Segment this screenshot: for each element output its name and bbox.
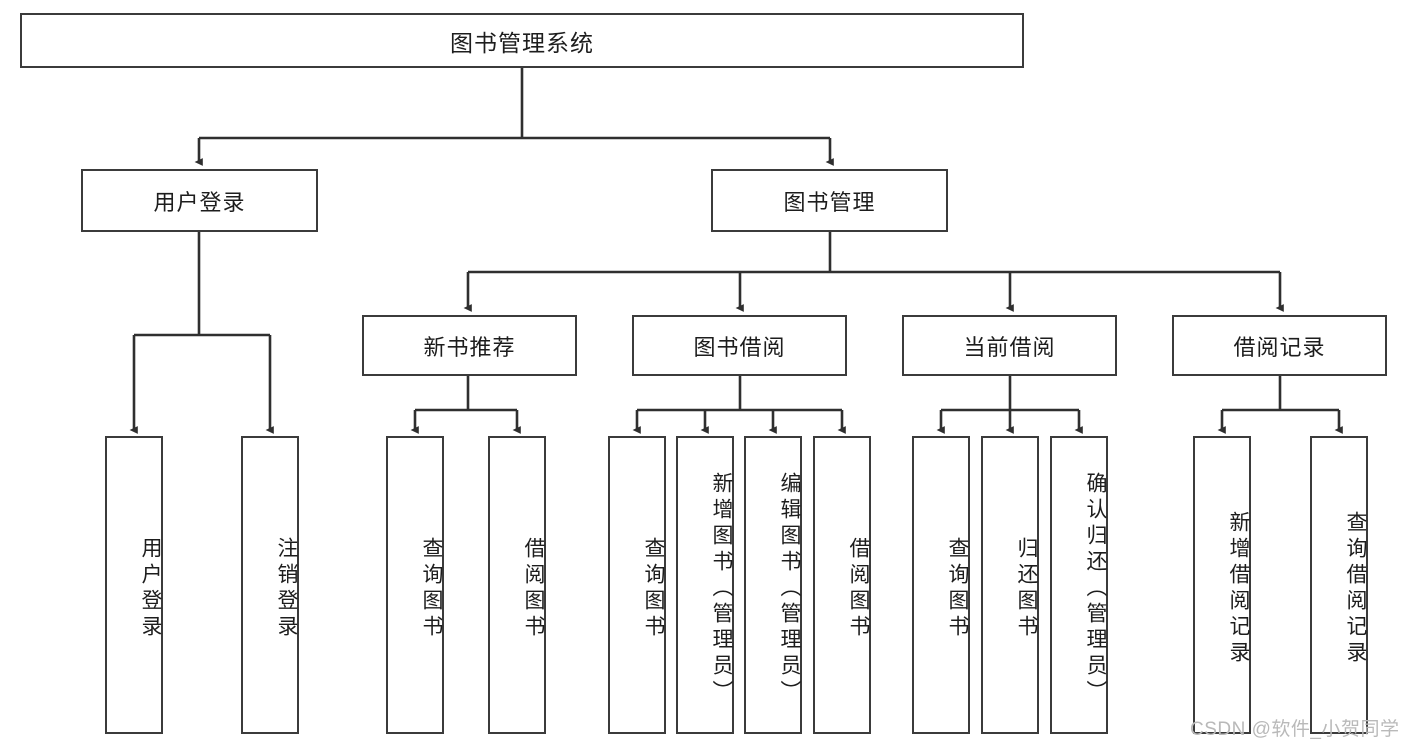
node-label: 当前借阅 [963,334,1056,360]
node-label: 借阅记录 [1233,334,1326,360]
node-label: 图书借阅 [693,334,786,360]
watermark-csdn: CSDN @软件_小贺同学 [1190,714,1399,741]
node-book-management[interactable]: 图书管理 [711,169,948,232]
node-label: 新增借阅记录 [1227,511,1250,667]
node-label: 查询图书 [946,537,969,641]
node-label: 查询图书 [642,537,665,641]
leaf-user-login-login[interactable]: 用户登录 [105,436,163,734]
node-book-borrow[interactable]: 图书借阅 [632,315,847,376]
leaf-recommend-query-book[interactable]: 查询图书 [386,436,444,734]
node-root-system[interactable]: 图书管理系统 [20,13,1024,68]
node-label: 图书管理系统 [450,29,594,56]
node-current-borrow[interactable]: 当前借阅 [902,315,1117,376]
node-label: 注销登录 [275,537,298,641]
node-label: 编辑图书（管理员） [778,472,801,706]
node-label: 借阅图书 [847,537,870,641]
leaf-borrow-query-book[interactable]: 查询图书 [608,436,666,734]
leaf-borrow-add-book-admin[interactable]: 新增图书（管理员） [676,436,734,734]
leaf-recommend-borrow-book[interactable]: 借阅图书 [488,436,546,734]
leaf-borrow-edit-book-admin[interactable]: 编辑图书（管理员） [744,436,802,734]
node-label: 借阅图书 [522,537,545,641]
node-label: 查询图书 [420,537,443,641]
watermark-text: CSDN @软件_小贺同学 [1190,719,1400,740]
leaf-borrow-borrow-book[interactable]: 借阅图书 [813,436,871,734]
node-label: 归还图书 [1015,537,1038,641]
node-label: 图书管理 [783,189,876,215]
leaf-current-query-book[interactable]: 查询图书 [912,436,970,734]
leaf-record-query-record[interactable]: 查询借阅记录 [1310,436,1368,734]
node-label: 查询借阅记录 [1344,511,1367,667]
node-borrow-record[interactable]: 借阅记录 [1172,315,1387,376]
leaf-user-login-logout[interactable]: 注销登录 [241,436,299,734]
leaf-current-return-book[interactable]: 归还图书 [981,436,1039,734]
node-label: 新书推荐 [423,334,516,360]
node-label: 用户登录 [153,189,246,215]
leaf-current-confirm-return-admin[interactable]: 确认归还（管理员） [1050,436,1108,734]
node-new-book-recommend[interactable]: 新书推荐 [362,315,577,376]
node-label: 用户登录 [139,537,162,641]
node-label: 确认归还（管理员） [1084,472,1107,706]
node-user-login[interactable]: 用户登录 [81,169,318,232]
node-label: 新增图书（管理员） [710,472,733,706]
leaf-record-add-record[interactable]: 新增借阅记录 [1193,436,1251,734]
